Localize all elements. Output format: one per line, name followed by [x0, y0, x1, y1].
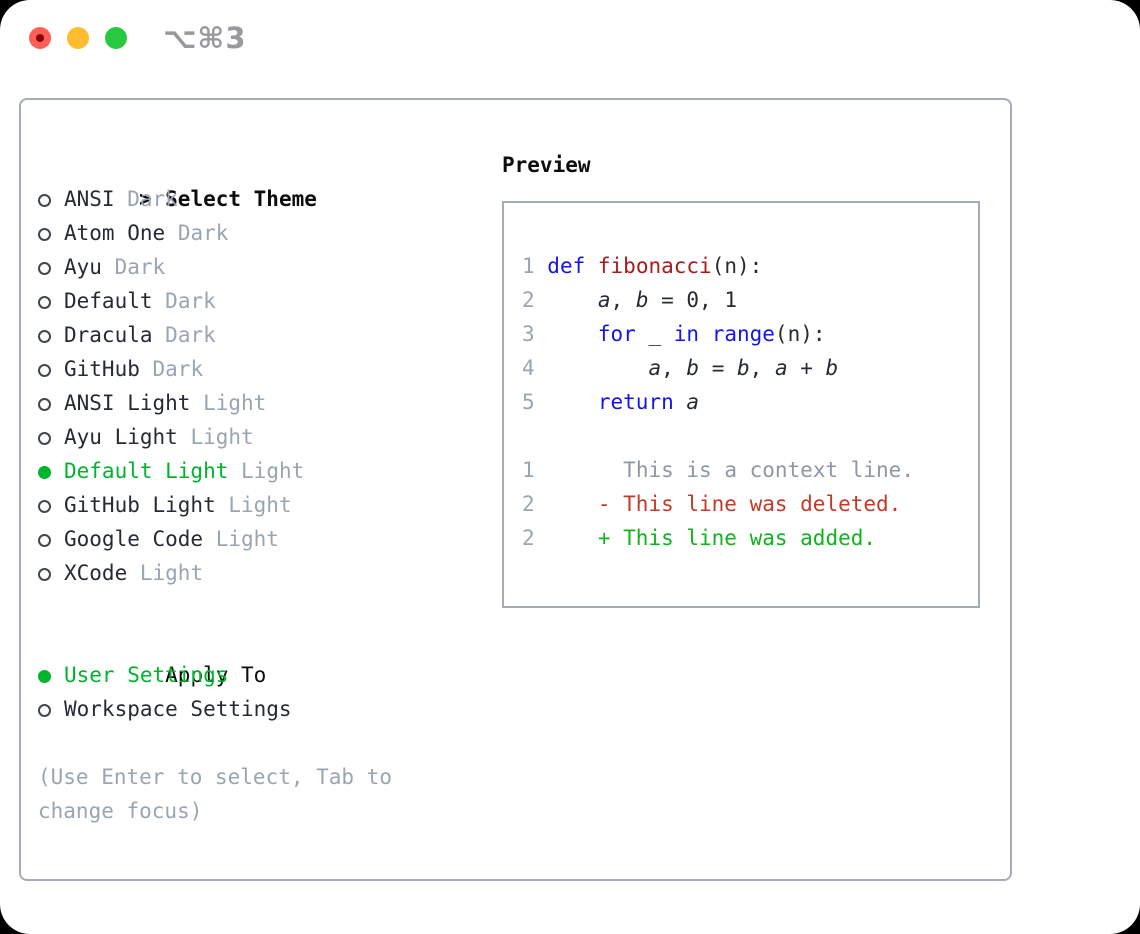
- theme-option-variant: Dark: [177, 221, 229, 245]
- theme-option-label: GitHub Light: [64, 493, 216, 517]
- theme-option-variant: Light: [215, 527, 279, 551]
- code-line: 4 a, b = b, a + b: [522, 356, 839, 380]
- theme-option-label: ANSI Light: [64, 391, 191, 415]
- radio-icon: [38, 364, 51, 377]
- theme-option-variant: Dark: [165, 323, 216, 347]
- theme-option-label: Dracula: [64, 323, 153, 347]
- theme-option-label: Ayu: [64, 255, 102, 279]
- theme-option[interactable]: ANSI Light Light: [38, 386, 502, 420]
- theme-option[interactable]: Atom One Dark: [38, 216, 502, 250]
- preview-title: Preview: [502, 153, 591, 177]
- preview-column: Preview 1 def fibonacci(n): 2 a, b = 0, 1…: [502, 148, 1010, 879]
- code-line: [522, 419, 978, 453]
- code-line: 3 for _ in range(n):: [522, 322, 826, 346]
- radio-icon: [38, 704, 51, 717]
- radio-icon: [38, 432, 51, 445]
- theme-option-label: ANSI: [64, 187, 115, 211]
- apply-to-option-label: User Settings: [64, 663, 229, 687]
- apply-to-option[interactable]: User Settings: [38, 658, 502, 692]
- theme-option[interactable]: Ayu Dark: [38, 250, 502, 284]
- select-theme-title: Select Theme: [165, 187, 317, 211]
- apply-to-option-label: Workspace Settings: [64, 697, 292, 721]
- theme-option-variant: Light: [228, 493, 292, 517]
- theme-option-variant: Light: [241, 459, 305, 483]
- preview-code: 1 def fibonacci(n): 2 a, b = 0, 1 3 for _ …: [522, 249, 978, 555]
- theme-option[interactable]: GitHub Dark: [38, 352, 502, 386]
- zoom-button[interactable]: [105, 27, 127, 49]
- theme-option-variant: Light: [190, 425, 254, 449]
- theme-option-variant: Light: [203, 391, 267, 415]
- titlebar: ⌥⌘3: [0, 0, 1140, 76]
- apply-to-title: Apply To: [165, 663, 267, 687]
- radio-icon: [38, 398, 51, 411]
- code-line: 1 def fibonacci(n):: [522, 254, 763, 278]
- theme-option-label: XCode: [64, 561, 128, 585]
- theme-option[interactable]: ANSI Dark: [38, 182, 502, 216]
- code-line: 2 + This line was added.: [522, 526, 877, 550]
- theme-option-label: Google Code: [64, 527, 204, 551]
- theme-option-variant: Dark: [127, 187, 178, 211]
- radio-icon: [38, 228, 51, 241]
- prompt-icon: >: [139, 187, 152, 211]
- code-line: 5 return a: [522, 390, 700, 414]
- theme-option-variant: Dark: [165, 289, 216, 313]
- select-theme-header: > Select Theme: [38, 148, 502, 211]
- radio-icon: [38, 262, 51, 275]
- theme-option[interactable]: GitHub Light Light: [38, 488, 502, 522]
- traffic-lights: [29, 27, 127, 49]
- apply-to-option[interactable]: Workspace Settings: [38, 692, 502, 726]
- theme-option-label: Default: [64, 289, 153, 313]
- radio-icon: [38, 568, 51, 581]
- theme-option-variant: Dark: [114, 255, 166, 279]
- theme-option-variant: Light: [139, 561, 204, 585]
- close-button[interactable]: [29, 27, 51, 49]
- theme-option-label: Ayu Light: [64, 425, 178, 449]
- theme-option-variant: Dark: [152, 357, 204, 381]
- radio-selected-icon: [38, 670, 51, 683]
- theme-option[interactable]: Ayu Light Light: [38, 420, 502, 454]
- radio-selected-icon: [38, 466, 51, 479]
- code-line: 2 - This line was deleted.: [522, 492, 902, 516]
- theme-option-label: Default Light: [64, 459, 229, 483]
- radio-icon: [38, 296, 51, 309]
- minimize-button[interactable]: [67, 27, 89, 49]
- window-title-shortcut: ⌥⌘3: [163, 21, 247, 55]
- theme-option[interactable]: Google Code Light: [38, 522, 502, 556]
- theme-option[interactable]: Dracula Dark: [38, 318, 502, 352]
- theme-option[interactable]: Default Dark: [38, 284, 502, 318]
- theme-option[interactable]: XCode Light: [38, 556, 502, 590]
- spacer-row: [38, 590, 502, 624]
- keyboard-hint: (Use Enter to select, Tab to change focu…: [38, 765, 393, 823]
- radio-icon: [38, 194, 51, 207]
- code-line: 2 a, b = 0, 1: [522, 288, 737, 312]
- theme-option-label: Atom One: [64, 221, 166, 245]
- preview-code-box: 1 def fibonacci(n): 2 a, b = 0, 1 3 for _ …: [502, 201, 980, 608]
- theme-option[interactable]: Default Light Light: [38, 454, 502, 488]
- apply-to-header: Apply To: [38, 624, 502, 687]
- radio-icon: [38, 500, 51, 513]
- code-line: 1 This is a context line.: [522, 458, 914, 482]
- radio-icon: [38, 534, 51, 547]
- radio-icon: [38, 330, 51, 343]
- theme-option-label: GitHub: [64, 357, 140, 381]
